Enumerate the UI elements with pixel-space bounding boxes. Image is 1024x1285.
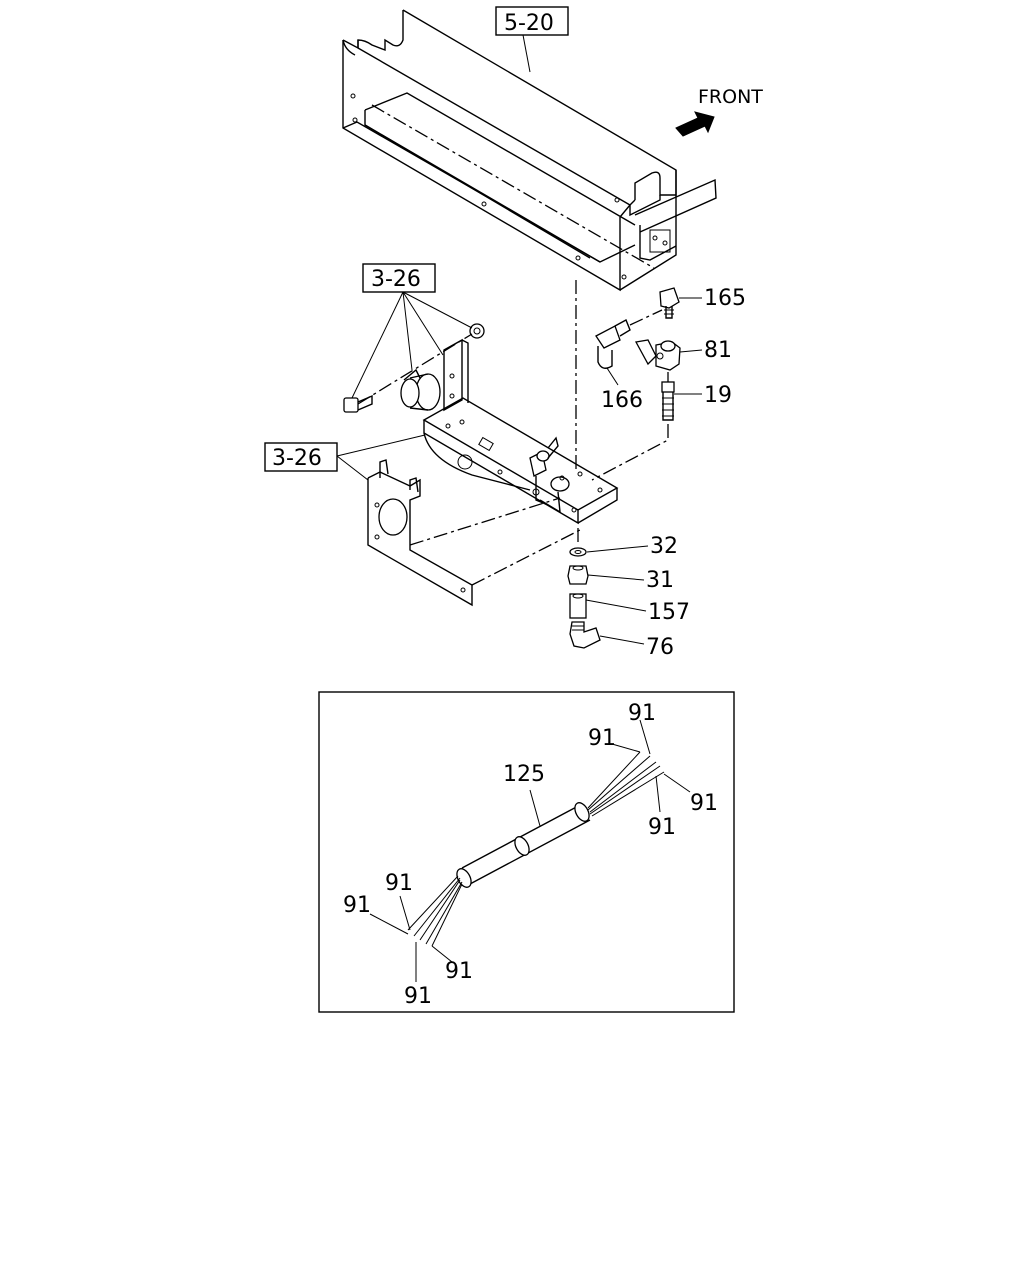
wire-91-label: 91 xyxy=(404,984,432,1009)
callout-166: 166 xyxy=(601,388,643,413)
harness-125-label: 125 xyxy=(503,762,545,787)
callout-165: 165 xyxy=(704,286,746,311)
fitting-165: 165 xyxy=(659,286,746,319)
bracket-assembly xyxy=(343,323,619,607)
wire-91-label: 91 xyxy=(445,959,473,984)
front-label: FRONT xyxy=(698,86,763,108)
fitting-19: 19 xyxy=(591,372,732,481)
ref-5-20: 5-20 xyxy=(495,6,569,73)
nut-31: 31 xyxy=(567,565,674,593)
callout-157: 157 xyxy=(648,600,690,625)
fitting-166: 166 xyxy=(595,309,663,413)
callout-31: 31 xyxy=(646,568,674,593)
ref-5-20-text: 5-20 xyxy=(504,11,554,36)
wire-91-label: 91 xyxy=(588,726,616,751)
wire-91-label: 91 xyxy=(648,815,676,840)
wire-91-label: 91 xyxy=(385,871,413,896)
fitting-81: 81 xyxy=(634,338,732,371)
callout-81: 81 xyxy=(704,338,732,363)
elbow-76: 76 xyxy=(569,621,674,660)
battery-box xyxy=(342,9,717,292)
ref-3-26-top-text: 3-26 xyxy=(371,267,421,292)
callout-19: 19 xyxy=(704,383,732,408)
callout-32: 32 xyxy=(650,534,678,559)
wire-91-label: 91 xyxy=(628,701,656,726)
wire-91-label: 91 xyxy=(343,893,371,918)
ref-3-26-top: 3-26 xyxy=(351,263,473,399)
harness-inset: 125 91 91 91 91 91 91 91 91 xyxy=(318,691,735,1013)
front-arrow-icon xyxy=(675,111,715,137)
ref-3-26-bottom-text: 3-26 xyxy=(272,446,322,471)
wire-91-label: 91 xyxy=(690,791,718,816)
spacer-157: 157 xyxy=(569,593,690,625)
ref-3-26-bottom: 3-26 xyxy=(264,434,426,481)
front-indicator: FRONT xyxy=(675,86,763,137)
callout-76: 76 xyxy=(646,635,674,660)
washer-32: 32 xyxy=(569,534,678,559)
